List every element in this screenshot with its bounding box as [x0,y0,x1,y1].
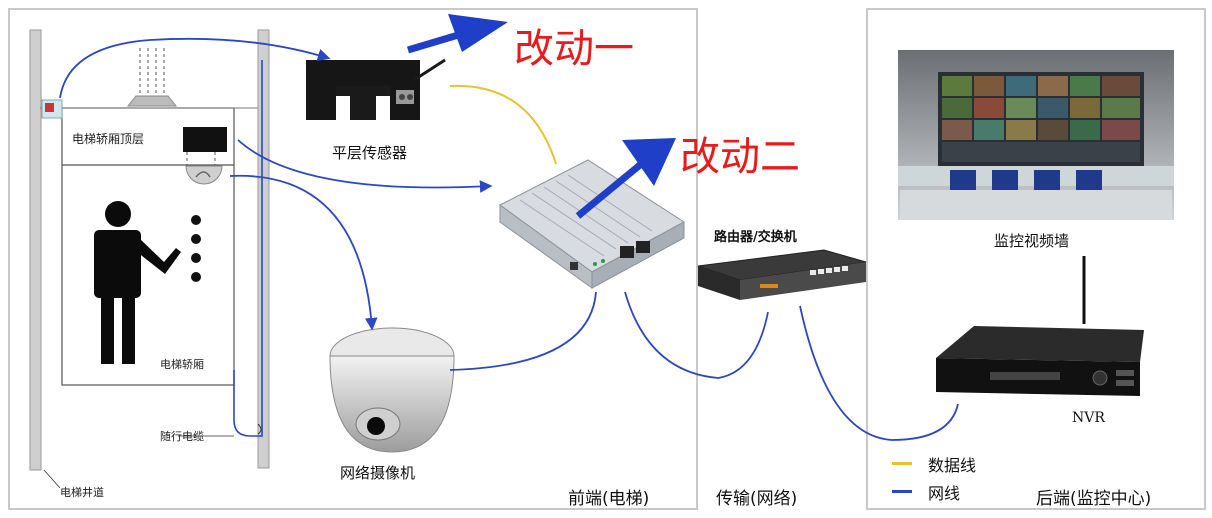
car-top-device [183,127,227,152]
trailing-cable [233,60,263,437]
person-icon [94,201,181,364]
video-wall-label: 监控视频墙 [994,232,1070,250]
call-buttons [191,215,201,282]
legend-data-line-label: 数据线 [928,456,977,475]
annotation-arrows [406,14,676,219]
network-lines [59,37,959,441]
change-annotation-1: 改动一 [514,26,634,72]
back-end-label: 后端(监控中心) [1036,489,1152,509]
elevator-car [40,107,258,386]
network-camera-label: 网络摄像机 [340,464,416,482]
change-annotation-2: 改动二 [680,134,800,180]
car-camera-dome [185,165,223,185]
hoist-hub [126,95,178,107]
legend-network-line-label: 网线 [928,484,961,503]
legend-data-line-swatch [892,462,912,465]
shaft-rail-right [257,29,270,469]
transmission-label: 传输(网络) [716,489,798,509]
cable-label: 随行电缆 [160,430,204,443]
router-switch-label: 路由器/交换机 [714,230,797,245]
router-switch-device [697,249,867,300]
converter-device [499,159,685,289]
car-label: 电梯轿厢 [160,358,204,371]
shaft-label: 电梯井道 [60,486,104,499]
data-line-sensor [449,84,557,165]
legend-network-line-swatch [892,490,912,493]
network-camera-device [329,327,455,453]
video-wall-image [898,50,1174,220]
shaft-rail-left [29,29,42,471]
hoist-ropes [139,48,165,100]
leveling-sensor-device [306,58,446,120]
nvr-label: NVR [1072,410,1105,426]
front-end-label: 前端(电梯) [568,489,650,509]
leveling-sensor-label: 平层传感器 [332,144,408,162]
nvr-device [936,326,1144,396]
car-top-label: 电梯轿厢顶层 [72,132,145,146]
